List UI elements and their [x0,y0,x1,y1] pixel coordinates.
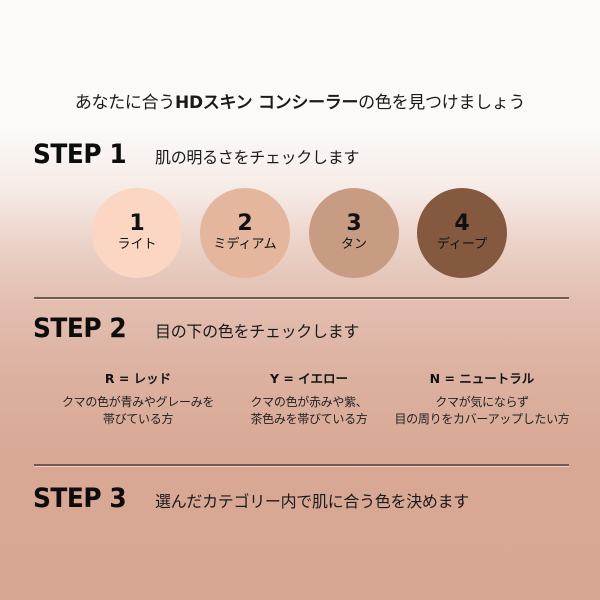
step-1-description: 肌の明るさをチェックします [155,148,360,167]
step-1-label: STEP 1 [33,139,127,170]
undertone-yellow: Y = イエロー クマの色が赤みや紫、 茶色みを帯びている方 [214,368,404,428]
undertone-description-line: 目の周りをカバーアップしたい方 [394,412,570,426]
undertone-code: R = レッド [104,371,172,386]
undertone-description: クマが気にならず 目の周りをカバーアップしたい方 [387,394,577,428]
section-divider [34,297,569,299]
step-3-label: STEP 3 [33,483,127,514]
step-2: STEP 2 目の下の色をチェックします [33,313,359,344]
undertone-description: クマの色が青みやグレーみを 帯びている方 [43,394,233,428]
undertone-description-line: クマの色が赤みや紫、 [250,395,368,409]
undertone-code: N = ニュートラル [429,371,535,386]
shade-circle-light: 1 ライト [92,188,182,278]
undertone-description-line: 茶色みを帯びている方 [250,412,368,426]
shade-circle-medium: 2 ミディアム [200,188,290,278]
shade-name: ミディアム [213,237,277,252]
shade-name: タン [340,237,367,252]
headline-suffix: の色を見つけましょう [358,93,526,113]
headline-product: HDスキン コンシーラー [175,93,359,113]
undertone-description-line: 帯びている方 [102,412,174,426]
shade-circle-tan: 3 タン [309,188,399,278]
shade-circles: 1 ライト 2 ミディアム 3 タン 4 ディープ [0,188,600,278]
shade-number: 2 [237,211,253,236]
shade-circle-deep: 4 ディープ [417,188,507,278]
section-divider [34,464,569,466]
undertone-red: R = レッド クマの色が青みやグレーみを 帯びている方 [43,368,233,428]
headline-prefix: あなたに合う [74,93,176,113]
step-3: STEP 3 選んだカテゴリー内で肌に合う色を決めます [33,483,469,514]
shade-number: 3 [346,211,362,236]
shade-name: ディープ [436,237,488,252]
step-3-description: 選んだカテゴリー内で肌に合う色を決めます [155,492,470,511]
undertone-description: クマの色が赤みや紫、 茶色みを帯びている方 [214,394,404,428]
undertone-code: Y = イエロー [269,371,349,386]
undertone-description-line: クマが気にならず [435,395,529,409]
shade-number: 4 [454,211,470,236]
undertone-description-line: クマの色が青みやグレーみを [61,395,215,409]
step-2-description: 目の下の色をチェックします [155,322,360,341]
shade-number: 1 [129,211,145,236]
shade-name: ライト [117,237,157,252]
undertone-neutral: N = ニュートラル クマが気にならず 目の周りをカバーアップしたい方 [387,368,577,428]
headline: あなたに合うHDスキン コンシーラーの色を見つけましょう [0,88,600,113]
step-2-label: STEP 2 [33,313,127,344]
step-1: STEP 1 肌の明るさをチェックします [33,139,359,170]
